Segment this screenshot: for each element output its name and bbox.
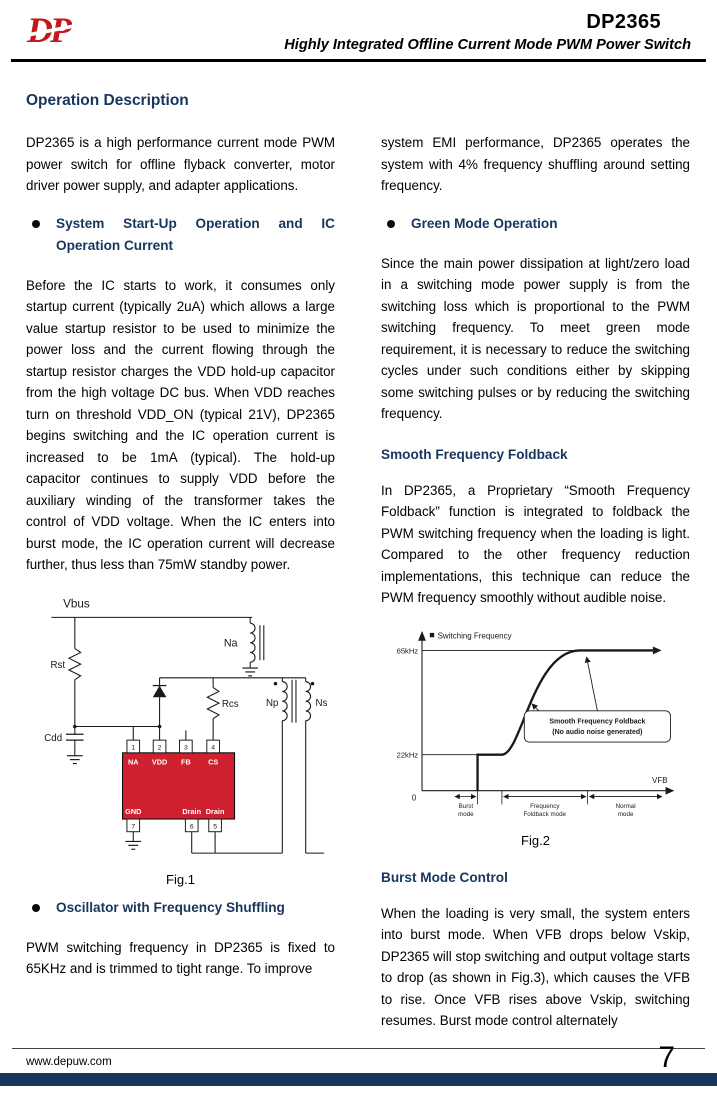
fig1-label-rcs: Rcs [221,699,238,710]
heading-oscillator: Oscillator with Frequency Shuffling [26,897,335,919]
heading-smooth-foldback: Smooth Frequency Foldback [381,446,568,462]
svg-text:Drain: Drain [182,807,201,816]
svg-text:FB: FB [181,757,191,766]
capacitor-cdd-symbol [65,733,84,741]
fig2-axes [420,638,668,791]
fig2-callout: Smooth Frequency Foldback (No audio nois… [523,655,671,742]
heading-green-mode: Green Mode Operation [381,213,690,235]
paragraph-green-mode: Since the main power dissipation at ligh… [381,255,690,422]
region-foldback-line2: Foldback mode [523,811,566,818]
junction-dot [72,724,77,728]
paragraph-burst-mode: When the loading is very small, the syst… [381,905,690,1029]
fig1-component-labels: Vbus Rst Cdd Na Rcs Np Ns [44,597,327,743]
svg-text:GND: GND [125,807,141,816]
region-foldback-line1: Frequency [530,803,560,810]
resistor-rst-symbol [67,647,82,680]
bullet-icon [32,903,40,912]
ic-pin-numbers: 1 2 3 4 7 6 5 [131,744,217,830]
section-title: Operation Description [26,92,189,109]
diode-symbol [152,684,166,697]
document-subtitle: Highly Integrated Offline Current Mode P… [284,37,691,53]
svg-text:5: 5 [213,823,217,830]
figure-2: Smooth Frequency Foldback (No audio nois… [381,625,690,848]
svg-text:3: 3 [183,744,187,751]
figure-1: 1 2 3 4 7 6 5 NA VDD FB CS GND [26,592,335,887]
origin-label: 0 [411,793,416,802]
region-normal-line1: Normal [615,803,635,810]
ic-pin-boxes [125,739,222,832]
ic-pin-names: NA VDD FB CS GND Drain Drain [125,757,224,816]
region-burst-line1: Burst [458,803,473,810]
svg-text:VDD: VDD [151,757,166,766]
transformer-symbol [281,679,311,723]
paragraph-emi: system EMI performance, DP2365 operates … [381,135,690,193]
page-header: DP DP2365 Highly Integrated Offline Curr… [0,0,717,53]
fig2-axis-labels: Switching Frequency VFB 65kHz 22kHz 0 [396,631,667,802]
bullet-icon [387,219,395,228]
fig1-label-rst: Rst [50,660,65,671]
callout-line2: (No audio noise generated) [552,729,642,736]
header-divider [11,59,706,62]
svg-text:2: 2 [157,744,161,751]
heading-burst-mode: Burst Mode Control [381,869,508,885]
fig1-label-na: Na [223,637,237,649]
curve-arrow-icon [652,646,662,654]
y-tick-22khz: 22kHz [396,750,418,759]
left-column: DP2365 is a high performance current mod… [26,132,335,1048]
company-logo: DP [26,10,104,50]
footer-divider [12,1048,705,1049]
svg-text:1: 1 [131,744,135,751]
frequency-curve [475,648,656,791]
bullet-icon [32,219,40,228]
ground-symbols [66,666,258,850]
fig2-caption: Fig.2 [521,832,550,848]
axis-marker-icon [429,632,434,637]
fig1-label-np: Np [265,698,277,709]
polarity-dot [310,681,314,685]
resistor-rcs-symbol [205,686,220,719]
svg-text:4: 4 [211,744,215,751]
header-titles: DP2365 Highly Integrated Offline Current… [104,9,691,53]
ic-body [121,751,235,820]
fig1-label-cdd: Cdd [44,733,62,744]
junction-dot [157,724,161,728]
heading-startup-operation: System Start-Up Operation and IC Operati… [26,213,335,257]
heading-startup-label: System Start-Up Operation and IC Operati… [56,215,335,253]
polarity-dot [273,681,277,685]
right-column: system EMI performance, DP2365 operates … [381,132,690,1048]
fig1-label-ns: Ns [315,698,327,709]
paragraph-intro: DP2365 is a high performance current mod… [26,135,335,193]
logo-slash [26,17,104,39]
winding-na-symbol [249,622,264,663]
footer-website: www.depuw.com [26,1056,112,1068]
paragraph-oscillator: PWM switching frequency in DP2365 is fix… [26,939,335,977]
svg-text:6: 6 [189,823,193,830]
svg-text:CS: CS [208,757,218,766]
content-columns: DP2365 is a high performance current mod… [0,110,717,1048]
y-axis-arrow-icon [417,630,426,641]
page-number: 7 [658,1041,675,1074]
fig1-schematic: 1 2 3 4 7 6 5 NA VDD FB CS GND [44,597,327,854]
fig1-wires [50,616,324,854]
y-axis-label: Switching Frequency [437,631,511,640]
fig1-label-vbus: Vbus [63,597,90,610]
fig2-region-labels: Burst mode Frequency Foldback mode Norma… [458,803,636,818]
svg-text:7: 7 [131,823,135,830]
svg-text:Drain: Drain [205,807,224,816]
paragraph-foldback: In DP2365, a Proprietary “Smooth Frequen… [381,482,690,606]
x-axis-arrow-icon [665,786,674,795]
svg-text:NA: NA [127,757,138,766]
footer-bar [0,1073,717,1086]
y-tick-65khz: 65kHz [396,646,418,655]
heading-green-mode-label: Green Mode Operation [411,215,558,231]
paragraph-startup: Before the IC starts to work, it consume… [26,277,335,573]
callout-line1: Smooth Frequency Foldback [549,718,645,725]
region-burst-line2: mode [458,811,474,818]
fig2-frequency-chart: Smooth Frequency Foldback (No audio nois… [396,630,674,818]
region-normal-line2: mode [617,811,633,818]
x-axis-label: VFB [652,775,668,784]
heading-oscillator-label: Oscillator with Frequency Shuffling [56,899,285,915]
fig1-caption: Fig.1 [166,871,195,887]
part-number-title: DP2365 [586,11,661,33]
